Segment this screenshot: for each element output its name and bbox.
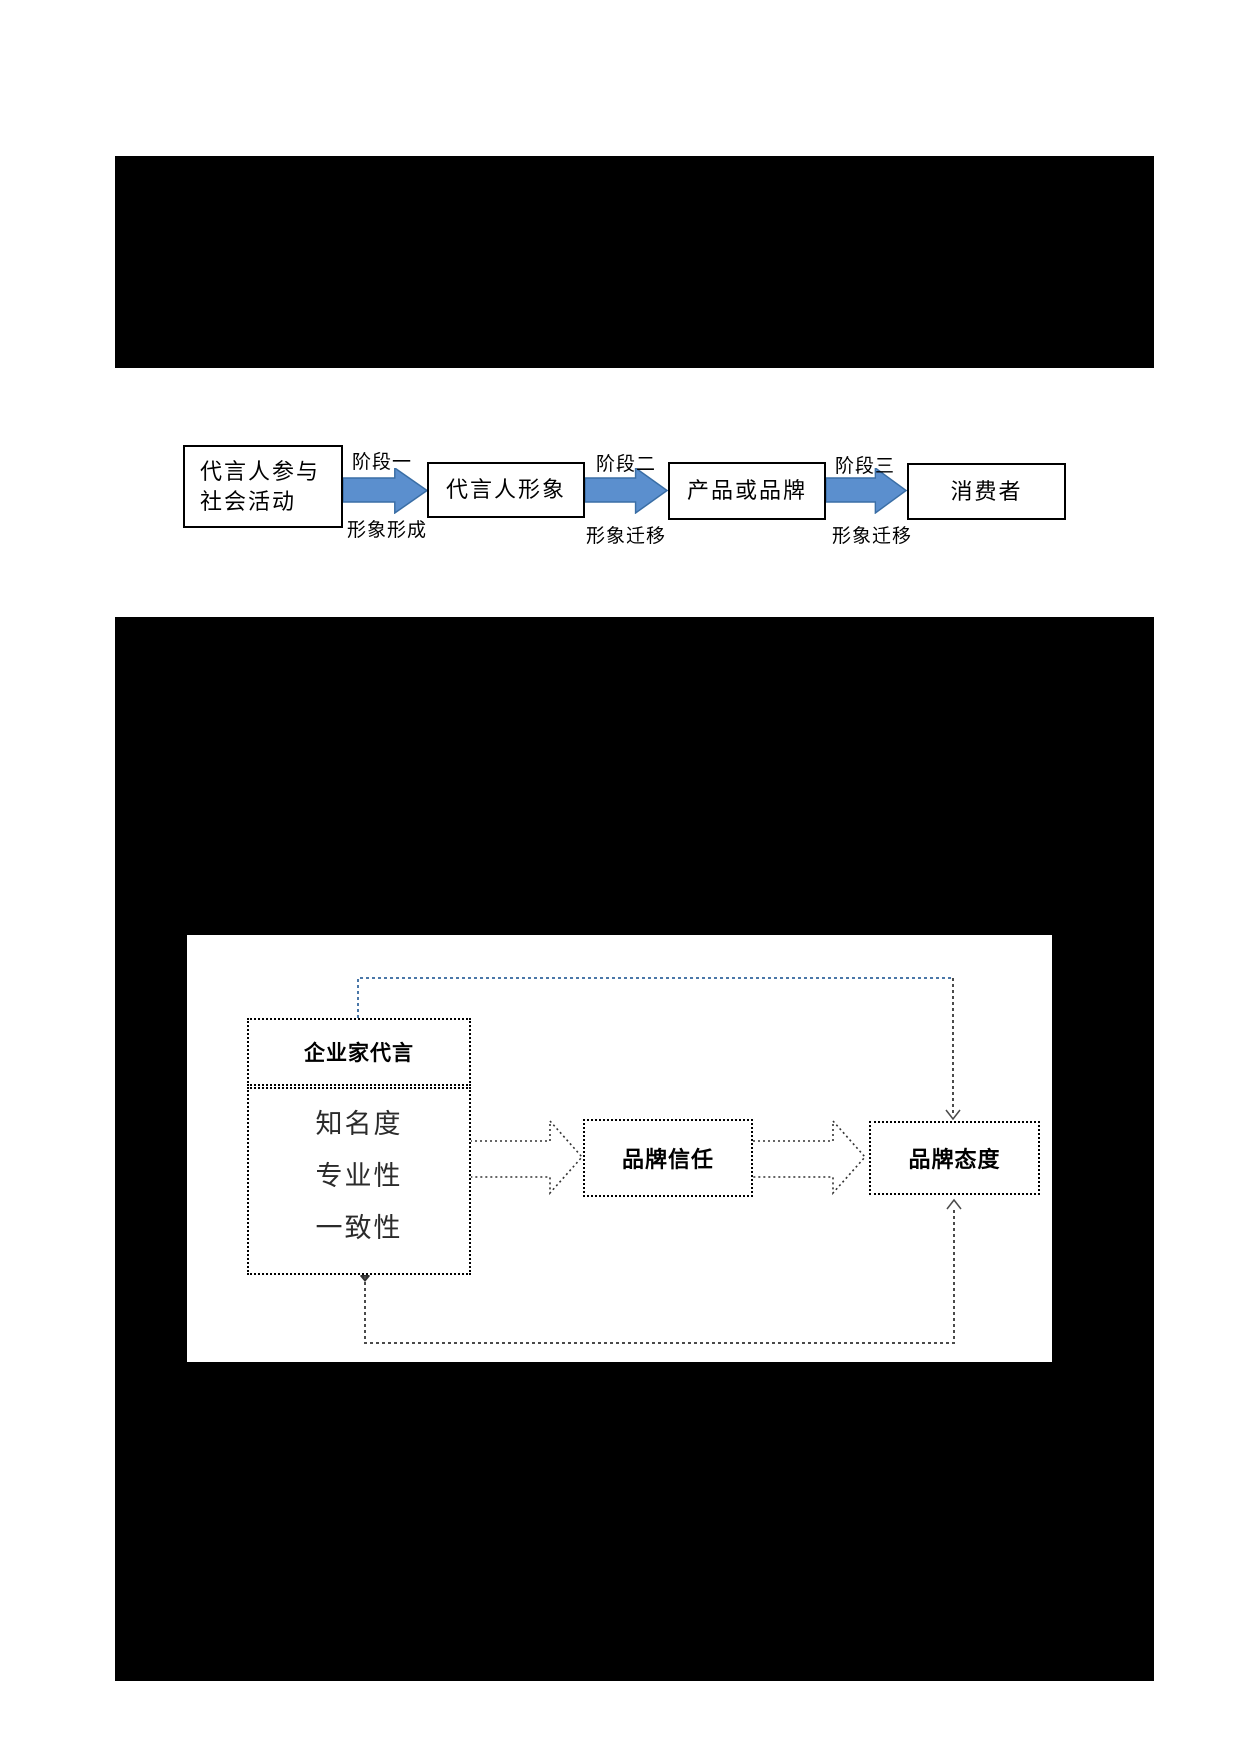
brand-trust-label: 品牌信任 — [621, 1147, 714, 1172]
stage2-caption: 形象迁移 — [586, 526, 667, 547]
stage1-label: 阶段一 — [352, 452, 413, 473]
stage3-arrow-icon — [826, 468, 907, 514]
brand-attitude-box: 品牌态度 — [869, 1121, 1040, 1195]
stage2-label: 阶段二 — [596, 454, 657, 475]
entrepreneur-endorsement-box: 企业家代言 — [247, 1018, 471, 1086]
figure2-panel: 企业家代言 知名度 专业性 一致性 品牌信任 品牌态度 — [187, 935, 1052, 1362]
stage1-arrow-icon — [343, 468, 428, 514]
flow-box-endorser-activity: 代言人参与 社会活动 — [183, 445, 343, 528]
trust-arrow-icon — [470, 1118, 584, 1196]
attitude-arrow-icon — [753, 1118, 867, 1196]
flow-box-product-brand: 产品或品牌 — [668, 462, 826, 520]
endorser-attributes-box: 知名度 专业性 一致性 — [247, 1087, 471, 1275]
entrepreneur-endorsement-label: 企业家代言 — [304, 1041, 414, 1065]
attribute-awareness: 知名度 — [315, 1109, 403, 1139]
flow-box-product-brand-label: 产品或品牌 — [686, 478, 807, 504]
stage2-arrow-icon — [585, 468, 668, 514]
redacted-text-block-top — [115, 156, 1154, 368]
stage1-caption: 形象形成 — [347, 520, 428, 541]
brand-attitude-label: 品牌态度 — [908, 1147, 1001, 1172]
attribute-expertise: 专业性 — [315, 1161, 403, 1191]
stage3-caption: 形象迁移 — [832, 526, 913, 547]
flow-box-endorser-image: 代言人形象 — [427, 462, 585, 518]
stage3-label: 阶段三 — [835, 456, 896, 477]
flow-box-consumer-label: 消费者 — [950, 478, 1023, 504]
flow-box-endorser-activity-label: 代言人参与 社会活动 — [200, 458, 321, 514]
attribute-consistency: 一致性 — [315, 1213, 403, 1243]
flow-box-endorser-image-label: 代言人形象 — [445, 477, 566, 503]
brand-trust-box: 品牌信任 — [583, 1119, 753, 1197]
flow-box-consumer: 消费者 — [907, 463, 1066, 520]
